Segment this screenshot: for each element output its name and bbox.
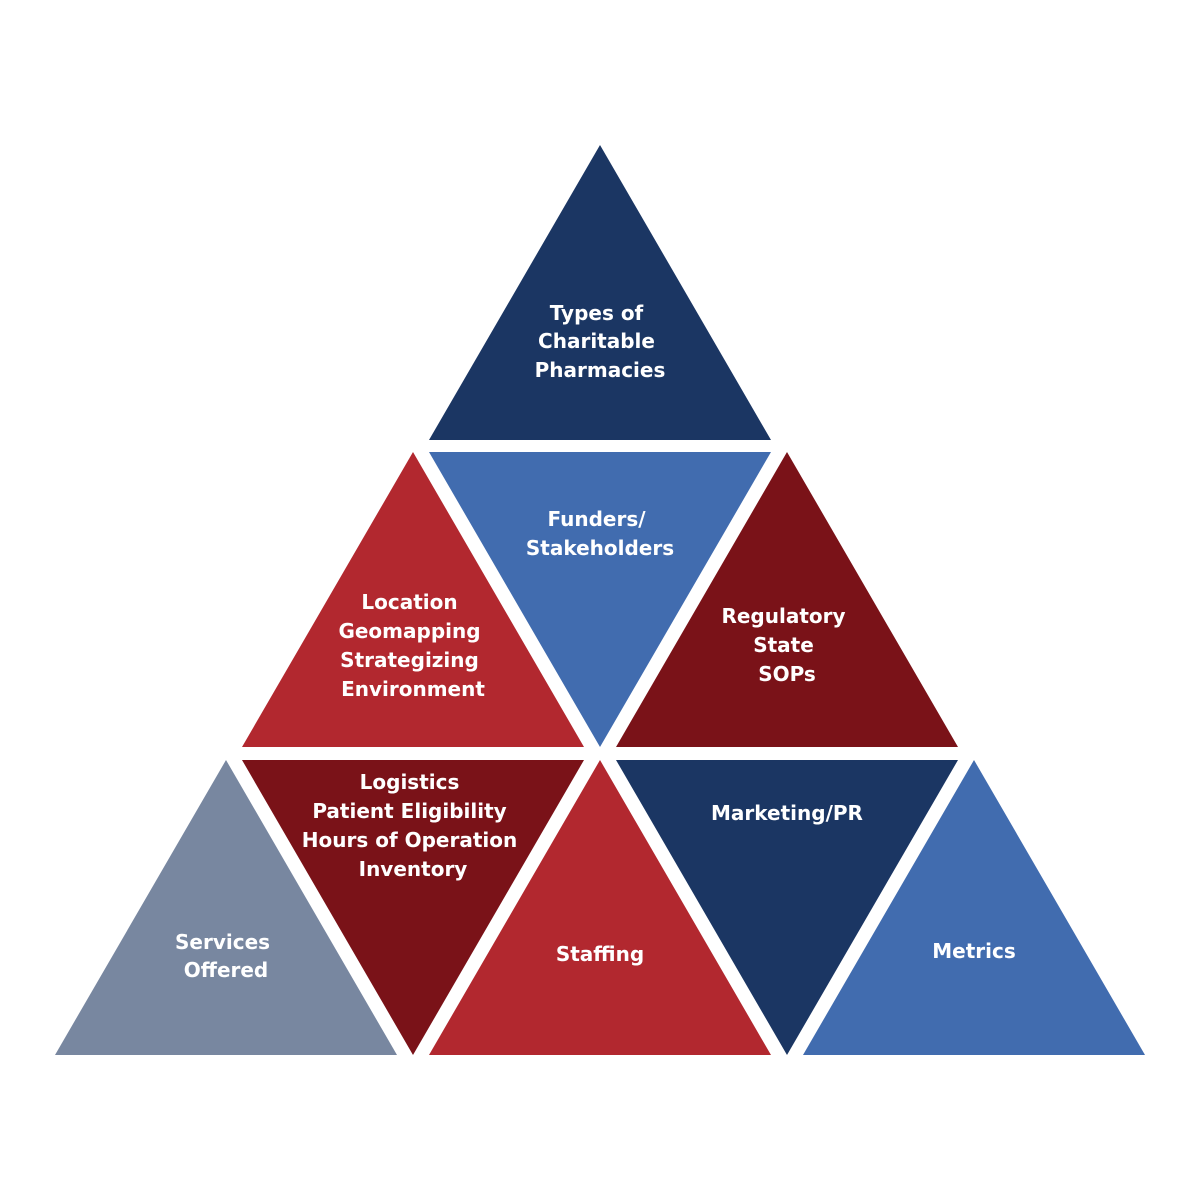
- triangle-shape: [429, 145, 771, 440]
- triangle-shape: [616, 452, 958, 747]
- triangle-label: Staffing: [556, 942, 644, 966]
- triangle-shape: [242, 452, 584, 747]
- triangle-label: Location Geomapping Strategizing Environ…: [338, 590, 487, 701]
- triangle-label: Marketing/PR: [711, 801, 863, 825]
- triangle-label: Regulatory State SOPs: [721, 604, 852, 686]
- triangle-shape: [55, 760, 397, 1055]
- triangle-shape: [616, 760, 958, 1055]
- triangle-types-of-charitable-pharmacies: Types of Charitable Pharmacies: [429, 145, 771, 440]
- triangle-label: Funders/ Stakeholders: [526, 507, 674, 560]
- triangle-shape: [803, 760, 1145, 1055]
- triangle-location: Location Geomapping Strategizing Environ…: [242, 452, 584, 747]
- triangle-logistics: Logistics Patient Eligibility Hours of O…: [242, 760, 584, 1055]
- triangle-metrics: Metrics: [803, 760, 1145, 1055]
- triangle-shape: [242, 760, 584, 1055]
- triangle-services-offered: Services Offered: [55, 760, 397, 1055]
- triangle-funders-stakeholders: Funders/ Stakeholders: [429, 452, 771, 747]
- triangle-shape: [429, 452, 771, 747]
- triangle-regulatory: Regulatory State SOPs: [616, 452, 958, 747]
- triangle-label: Logistics Patient Eligibility Hours of O…: [302, 770, 524, 881]
- triangle-staffing: Staffing: [429, 760, 771, 1055]
- triangle-label: Services Offered: [175, 930, 277, 982]
- triangle-shape: [429, 760, 771, 1055]
- triangle-label: Types of Charitable Pharmacies: [535, 301, 666, 382]
- triangle-marketing-pr: Marketing/PR: [616, 760, 958, 1055]
- triangle-label: Metrics: [932, 939, 1016, 963]
